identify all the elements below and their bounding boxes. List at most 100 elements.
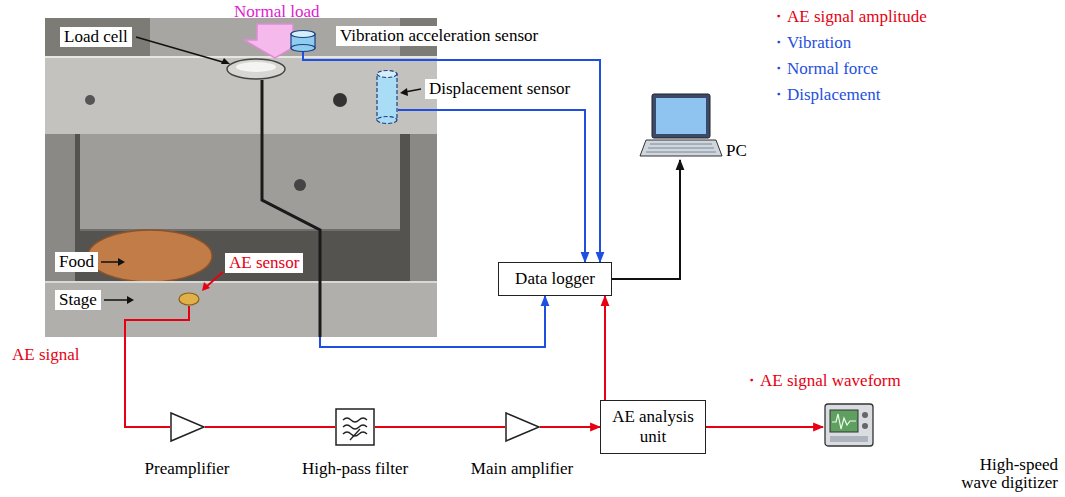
part-label: Food	[55, 252, 98, 272]
sensor-bottom	[291, 45, 315, 52]
right-rod	[410, 134, 437, 284]
plate-highlight	[45, 56, 437, 58]
sensor-body	[377, 74, 397, 120]
pc-icon-shape	[640, 92, 722, 160]
sensor-top	[377, 71, 397, 78]
ae-sensor: AE sensor	[178, 292, 200, 306]
node-label: PC	[726, 142, 747, 160]
node-label: Preamplifier	[145, 460, 230, 478]
amplifier-triangle	[506, 413, 539, 441]
node-label: Vibration acceleration sensor	[336, 26, 542, 46]
laptop-screen	[656, 98, 706, 134]
photo-background	[45, 18, 437, 337]
filter-symbol: High-pass filter	[335, 408, 375, 446]
block-edge	[80, 229, 400, 231]
digitizer-knob	[862, 423, 868, 429]
vibration-sensor: Vibration acceleration sensor	[290, 30, 316, 52]
signal-connector	[303, 52, 600, 262]
digitizer-case	[825, 404, 873, 446]
load-cell-body	[227, 59, 285, 79]
sensor-bottom	[377, 117, 397, 124]
node-label: Displacement sensor	[425, 79, 574, 99]
output-item: ・Vibration	[770, 34, 851, 52]
node-label: Data logger	[515, 269, 595, 289]
laptop-lid	[652, 94, 710, 138]
leader-head	[118, 258, 125, 266]
laptop-base	[640, 140, 722, 156]
output-item: ・Displacement	[770, 86, 880, 104]
output-item: ・AE signal amplitude	[770, 8, 927, 26]
node-label: Main amplifier	[471, 460, 573, 478]
node-label: AE analysis unit	[609, 407, 697, 446]
amplifier-symbol: Main amplifier	[505, 412, 540, 442]
leader-head	[221, 58, 230, 64]
node-label: High-pass filter	[302, 460, 408, 478]
signal-connector	[612, 160, 680, 279]
signal-connector	[540, 426, 600, 428]
output-item: ・Normal force	[770, 60, 878, 78]
displacement-sensor: Displacement sensor	[376, 70, 398, 124]
block-hole	[294, 179, 306, 191]
leader-head	[127, 296, 134, 304]
plate-hole	[85, 95, 95, 105]
digitizer-screen	[830, 410, 858, 432]
digitizer-panel	[830, 436, 868, 442]
data-logger-box: Data logger	[498, 262, 612, 296]
filter-slash	[350, 429, 360, 440]
filter-wave	[343, 425, 367, 429]
amplifier-triangle	[171, 413, 204, 441]
ae-sensor-disk	[179, 293, 199, 305]
signal-connector	[205, 426, 335, 428]
leader-head	[202, 282, 210, 291]
filter-wave	[343, 418, 367, 422]
node-label: High-speed wave digitizer	[948, 456, 1058, 492]
leader-line	[101, 261, 120, 263]
signal-connector	[604, 296, 606, 400]
load-cell-cable	[262, 80, 320, 337]
leader-line	[104, 299, 129, 301]
signal-connector	[262, 80, 545, 347]
vibration-sensor-shape	[290, 30, 316, 52]
signal-connector	[375, 426, 505, 428]
lower-block	[80, 134, 400, 230]
stage-plate	[45, 281, 437, 337]
output-item: ・AE signal waveform	[743, 372, 901, 390]
food-sample	[88, 230, 212, 282]
amplifier-symbol: Preamplifier	[170, 412, 205, 442]
load-cell-shape	[226, 58, 286, 80]
analysis-unit-box: AE analysis unit	[600, 400, 706, 454]
plate-hole	[333, 93, 347, 107]
laptop-keys	[650, 144, 712, 145]
laptop-keys	[646, 152, 716, 153]
amplifier-symbol-shape	[505, 412, 540, 442]
stage-highlight	[45, 281, 437, 283]
load-label: Normal load	[234, 3, 319, 21]
leader-head	[400, 88, 408, 96]
signal-connector	[706, 426, 823, 428]
digitizer-trace	[832, 414, 856, 429]
pc-icon: PC	[640, 92, 722, 160]
ae-sensor-shape	[178, 292, 200, 306]
signal-label: AE signal	[12, 346, 80, 364]
laptop-keys	[648, 148, 714, 149]
signal-connector	[398, 110, 585, 262]
leader-line	[136, 37, 226, 63]
leader-line	[206, 272, 223, 287]
digitizer-icon: High-speed wave digitizer	[823, 398, 875, 452]
node-label: AE sensor	[225, 253, 303, 273]
filter-symbol-shape	[335, 408, 375, 446]
sensor-top	[291, 31, 315, 38]
upper-plate	[45, 56, 437, 134]
signal-connector	[125, 306, 189, 427]
load-cell-top	[236, 62, 276, 72]
digitizer-knob	[862, 412, 868, 418]
digitizer-icon-shape	[823, 398, 875, 452]
displacement-sensor-shape	[376, 70, 398, 124]
part-label: Stage	[55, 290, 101, 310]
node-label: Load cell	[60, 27, 132, 47]
amplifier-symbol-shape	[170, 412, 205, 442]
